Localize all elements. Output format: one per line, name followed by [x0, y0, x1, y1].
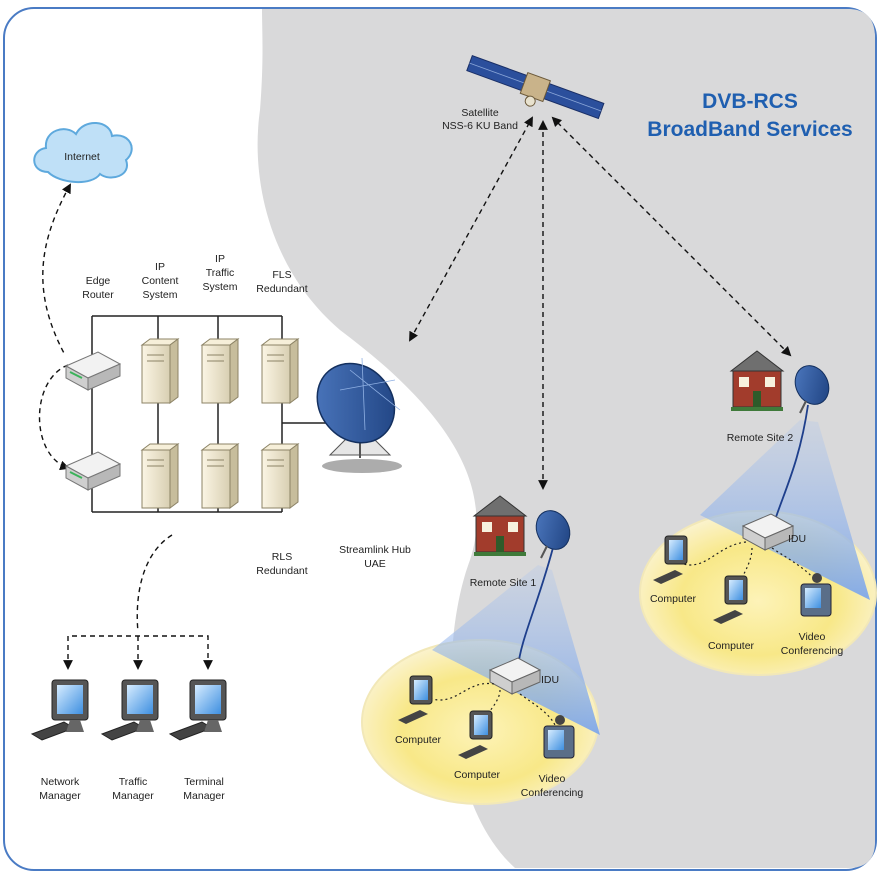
- hub-label-2: UAE: [364, 558, 386, 570]
- satellite-label-2: NSS-6 KU Band: [442, 120, 518, 132]
- ip-content-label-3: System: [142, 289, 177, 301]
- fls-label-1: FLS: [272, 269, 291, 281]
- link-site2-satellite: [551, 116, 792, 357]
- ip-traffic-server-bottom-icon: [200, 443, 240, 509]
- traffic-manager-label-2: Manager: [112, 790, 154, 802]
- site1-beam: [432, 565, 600, 735]
- site2-idu-label: IDU: [788, 533, 806, 545]
- site2-dish-icon: [794, 365, 830, 414]
- ip-traffic-label-2: Traffic: [206, 267, 235, 279]
- site2-name: Remote Site 2: [727, 432, 794, 444]
- hub-dish-icon: [316, 357, 402, 473]
- edge-router-bottom-icon: [64, 451, 122, 491]
- site2-video-label-2: Conferencing: [781, 645, 844, 657]
- site2-video-conferencing-icon: [800, 573, 832, 617]
- link-bus-managers: [136, 534, 173, 633]
- edge-router-label-1: Edge: [86, 275, 111, 287]
- site2-cable: [774, 404, 809, 521]
- ip-content-server-bottom-icon: [140, 443, 180, 509]
- title-line-1: DVB-RCS: [702, 90, 798, 113]
- rls-server-icon: [260, 443, 300, 509]
- network-manager-label-1: Network: [41, 776, 80, 788]
- site2-computer-a-icon: [653, 535, 688, 584]
- site1-house-icon: [472, 495, 528, 556]
- edge-router-top-icon: [64, 351, 122, 391]
- ip-content-label-1: IP: [155, 261, 165, 273]
- ip-content-server-top-icon: [140, 338, 180, 404]
- site1-video-label-1: Video: [539, 773, 566, 785]
- site1-name: Remote Site 1: [470, 577, 537, 589]
- internet-cloud-icon: [33, 122, 133, 183]
- site2-computer-b-label: Computer: [708, 640, 755, 652]
- site1-computer-a-label: Computer: [395, 734, 442, 746]
- terminal-manager-computer-icon: [168, 679, 227, 741]
- site2-computer-a-label: Computer: [650, 593, 697, 605]
- terminal-manager-label-1: Terminal: [184, 776, 224, 788]
- traffic-manager-computer-icon: [100, 679, 159, 741]
- site2-video-label-1: Video: [799, 631, 826, 643]
- site2-computer-b-icon: [713, 575, 748, 624]
- ip-traffic-label-3: System: [202, 281, 237, 293]
- network-manager-label-2: Manager: [39, 790, 81, 802]
- fls-label-2: Redundant: [256, 283, 307, 295]
- edge-router-label-2: Router: [82, 289, 114, 301]
- hub-label-1: Streamlink Hub: [339, 544, 411, 556]
- link-hub-satellite: [409, 116, 533, 342]
- traffic-manager-label-1: Traffic: [119, 776, 148, 788]
- satellite-icon: [466, 54, 605, 120]
- network-manager-computer-icon: [30, 679, 89, 741]
- site1-video-label-2: Conferencing: [521, 787, 584, 799]
- site1-idu-icon: [488, 657, 542, 695]
- site2-house-icon: [729, 350, 785, 411]
- site2-beam: [700, 420, 870, 600]
- router-redundancy-loop: [38, 364, 70, 471]
- rls-label-2: Redundant: [256, 565, 307, 577]
- site1-video-conferencing-icon: [543, 715, 575, 759]
- satellite-label-1: Satellite: [461, 107, 499, 119]
- terminal-manager-label-2: Manager: [183, 790, 225, 802]
- site2-idu-icon: [741, 513, 795, 551]
- site1-dish-icon: [535, 510, 571, 559]
- site1-computer-a-icon: [398, 675, 433, 724]
- link-internet-router: [42, 183, 71, 356]
- site1-idu-label: IDU: [541, 674, 559, 686]
- internet-label: Internet: [64, 151, 100, 163]
- rls-label-1: RLS: [272, 551, 292, 563]
- site1-computer-b-icon: [458, 710, 493, 759]
- title-line-2: BroadBand Services: [647, 118, 852, 141]
- fls-server-icon: [260, 338, 300, 404]
- ip-traffic-server-top-icon: [200, 338, 240, 404]
- site1-computer-b-label: Computer: [454, 769, 501, 781]
- site1-cable: [517, 539, 556, 669]
- ip-traffic-label-1: IP: [215, 253, 225, 265]
- ip-content-label-2: Content: [142, 275, 179, 287]
